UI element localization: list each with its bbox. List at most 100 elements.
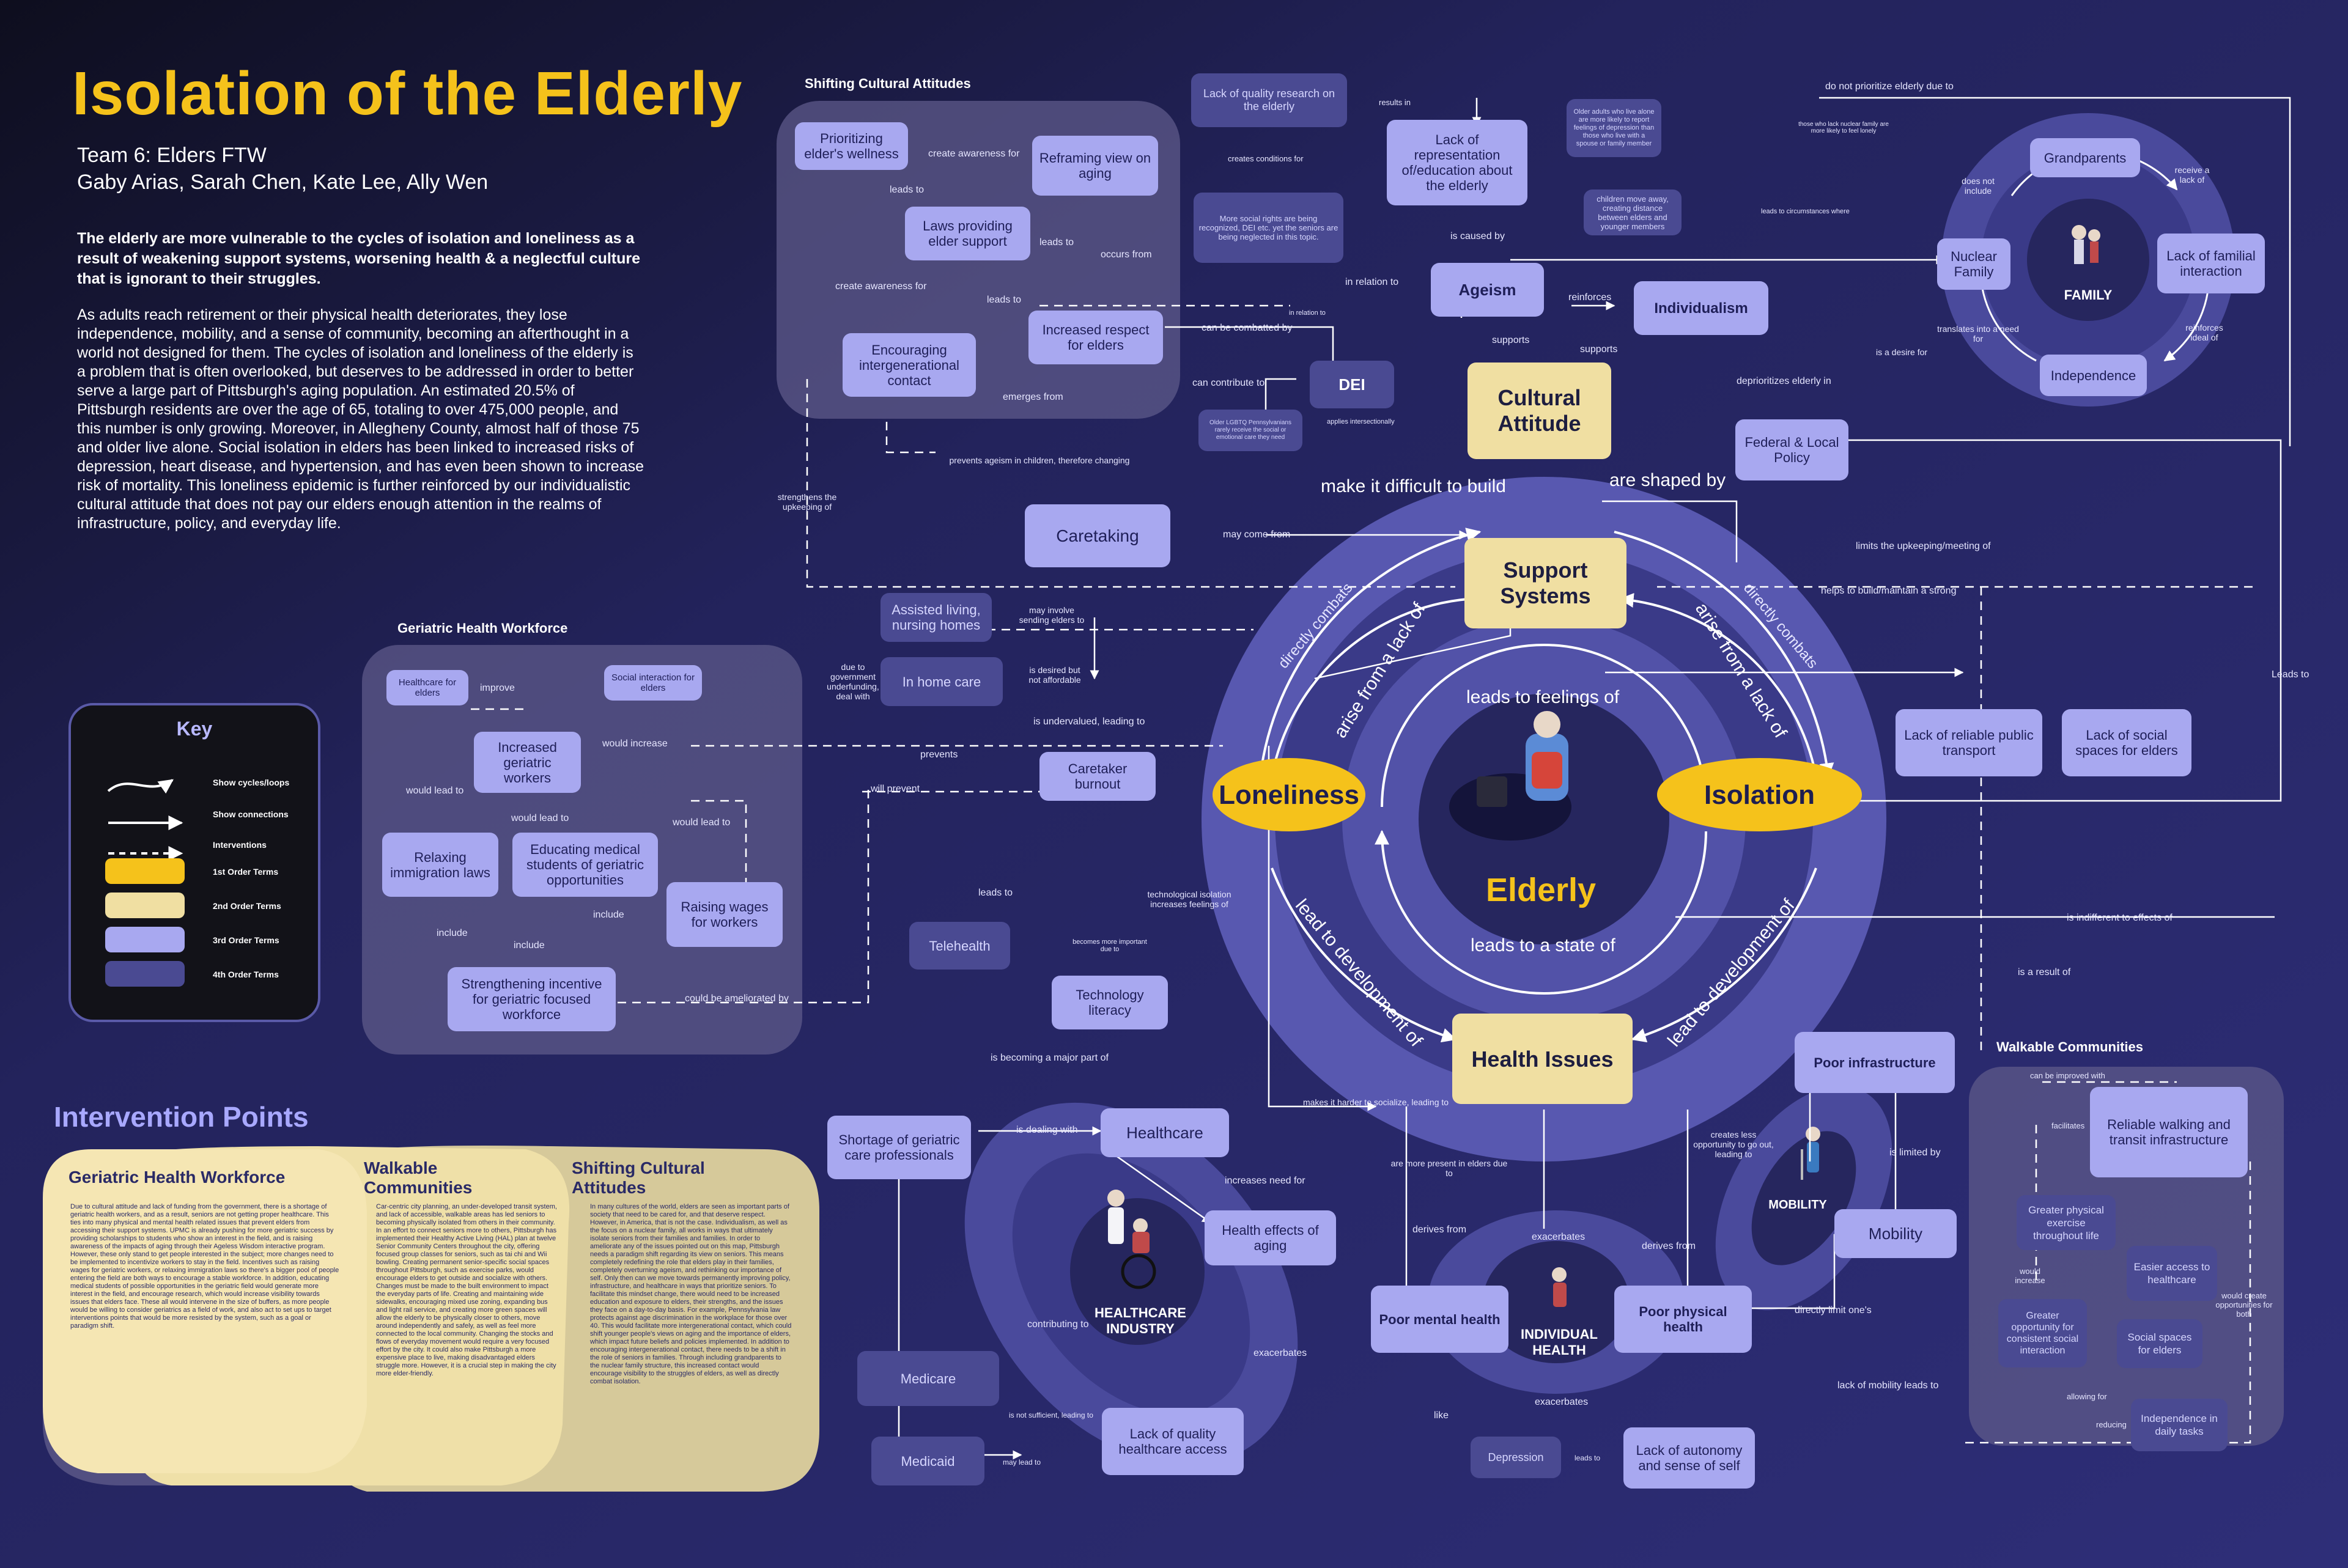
- label-receive-lack: receive a lack of: [2168, 165, 2217, 185]
- label-in-relation-to-b: in relation to: [1289, 309, 1326, 317]
- label-deprioritizes: deprioritizes elderly in: [1737, 376, 1831, 387]
- node-greater-opportunity: Greater opportunity for consistent socia…: [1998, 1299, 2087, 1367]
- label-would-lead-to-a: would lead to: [406, 786, 463, 797]
- node-poor-infra: Poor infrastructure: [1795, 1032, 1955, 1093]
- label-emerges-from: emerges from: [1003, 392, 1063, 403]
- label-is-desire: is a desire for: [1876, 347, 1927, 357]
- node-medicaid: Medicaid: [871, 1437, 984, 1485]
- label-exacerbates-b: exacerbates: [1532, 1232, 1585, 1243]
- label-create-awareness-b: create awareness for: [835, 281, 926, 292]
- node-reframing: Reframing view on aging: [1032, 136, 1158, 196]
- node-medicare: Medicare: [857, 1351, 999, 1406]
- label-combats-right: directly combats: [1740, 580, 1821, 672]
- intervention-col1-text: Due to cultural attitude and lack of fun…: [70, 1203, 339, 1330]
- label-is-becoming-major: is becoming a major part of: [991, 1053, 1109, 1064]
- intervention-col2-head: Walkable Communities: [364, 1158, 486, 1198]
- label-is-caused-by: is caused by: [1450, 231, 1505, 242]
- label-strengthens: strengthens the upkeeping of: [764, 492, 850, 512]
- intervention-col3-head: Shifting Cultural Attitudes: [572, 1158, 755, 1198]
- label-leads-to-dep: leads to: [1575, 1454, 1600, 1462]
- elderly-label: Elderly: [1486, 871, 1596, 909]
- label-leads-feelings: leads to feelings of: [1466, 687, 1619, 708]
- label-shaped-by: are shaped by: [1609, 470, 1726, 491]
- label-becomes-more: becomes more important due to: [1070, 938, 1150, 953]
- node-lack-representation: Lack of representation of/education abou…: [1387, 120, 1527, 205]
- note-rights: More social rights are being recognized,…: [1194, 193, 1343, 263]
- label-would-create: would create opportunities for both: [2213, 1291, 2275, 1319]
- node-increased-workers: Increased geriatric workers: [474, 732, 581, 793]
- label-supports-a: supports: [1492, 335, 1529, 346]
- label-leads-to-tele: leads to: [978, 888, 1013, 899]
- label-may-come-from: may come from: [1223, 529, 1290, 540]
- node-poor-physical: Poor physical health: [1614, 1286, 1752, 1353]
- healthcare-industry-label: HEALTHCARE INDUSTRY: [1095, 1305, 1186, 1337]
- label-exacerbates-c: exacerbates: [1535, 1397, 1588, 1408]
- node-ageism: Ageism: [1431, 263, 1544, 317]
- note-lgbtq: Older LGBTQ Pennsylvanians rarely receiv…: [1198, 410, 1302, 451]
- label-leads-to-right: Leads to: [2272, 669, 2309, 680]
- key-item-second: 2nd Order Terms: [213, 901, 281, 911]
- label-helps-build: helps to build/maintain a strong: [1821, 586, 1956, 597]
- label-may-lead-to: may lead to: [1003, 1458, 1041, 1467]
- label-leads-to-c: leads to: [987, 295, 1021, 306]
- mobility-label: MOBILITY: [1761, 1198, 1834, 1212]
- key-swatch-second: [105, 893, 185, 918]
- label-include-b: include: [514, 940, 545, 951]
- team-members: Gaby Arias, Sarah Chen, Kate Lee, Ally W…: [77, 169, 488, 196]
- node-lack-autonomy: Lack of autonomy and sense of self: [1623, 1427, 1755, 1489]
- node-prioritizing: Prioritizing elder's wellness: [795, 122, 908, 170]
- intro-summary: The elderly are more vulnerable to the c…: [77, 229, 646, 289]
- label-would-lead-to-c: would lead to: [673, 817, 730, 828]
- label-is-dealing-with: is dealing with: [1016, 1125, 1078, 1136]
- label-derives-from-b: derives from: [1642, 1241, 1696, 1252]
- key-item-third: 3rd Order Terms: [213, 935, 279, 945]
- node-healthcare-for-elders: Healthcare for elders: [386, 670, 468, 705]
- label-can-be-combatted: can be combatted by: [1202, 323, 1293, 334]
- node-laws: Laws providing elder support: [905, 207, 1030, 260]
- node-lack-social-spaces: Lack of social spaces for elders: [2062, 709, 2191, 776]
- node-federal: Federal & Local Policy: [1735, 419, 1848, 480]
- label-could-be-ameliorated: could be ameliorated by: [685, 993, 789, 1004]
- label-occurs-from: occurs from: [1101, 249, 1152, 260]
- label-like: like: [1434, 1410, 1449, 1421]
- node-tech-literacy: Technology literacy: [1052, 976, 1168, 1029]
- label-not-sufficient: is not sufficient, leading to: [1009, 1411, 1093, 1419]
- panel-title-geriatric: Geriatric Health Workforce: [397, 620, 567, 636]
- label-supports-b: supports: [1580, 344, 1617, 355]
- node-caretaking: Caretaking: [1025, 504, 1170, 567]
- isolation-node: Isolation: [1657, 758, 1862, 831]
- node-social-spaces: Social spaces for elders: [2117, 1319, 2202, 1368]
- label-arise-left: arise from a lack of: [1330, 600, 1430, 742]
- label-directly-limit: directly limit one's: [1795, 1305, 1872, 1316]
- label-allowing-for: allowing for: [2067, 1392, 2107, 1401]
- label-leads-to-b: leads to: [1039, 237, 1074, 248]
- label-dev-left: lead to development of: [1291, 896, 1426, 1051]
- label-limits-upkeeping: limits the upkeeping/meeting of: [1856, 541, 1991, 552]
- individual-health-label: INDIVIDUAL HEALTH: [1516, 1327, 1602, 1358]
- panel-title-walkable: Walkable Communities: [1996, 1039, 2143, 1055]
- label-would-lead-to-b: would lead to: [511, 813, 569, 824]
- node-encouraging: Encouraging intergenerational contact: [843, 333, 976, 397]
- label-is-desired: is desired but not affordable: [1027, 665, 1082, 685]
- intro-body: As adults reach retirement or their phys…: [77, 306, 646, 533]
- node-lack-quality-access: Lack of quality healthcare access: [1102, 1408, 1244, 1475]
- node-increased-respect: Increased respect for elders: [1028, 311, 1163, 364]
- node-health-effects: Health effects of aging: [1205, 1210, 1336, 1265]
- panel-title-shifting: Shifting Cultural Attitudes: [805, 76, 971, 92]
- node-nuclear: Nuclear Family: [1937, 238, 2010, 290]
- label-do-not-prioritize: do not prioritize elderly due to: [1825, 81, 1954, 92]
- intervention-title: Intervention Points: [54, 1100, 309, 1133]
- loneliness-node: Loneliness: [1213, 758, 1365, 831]
- label-due-to-gov: due to government underfunding, deal wit…: [819, 662, 887, 701]
- label-in-relation-to: in relation to: [1345, 277, 1398, 288]
- label-makes-harder: makes it harder to socialize, leading to: [1302, 1097, 1449, 1107]
- node-in-home: In home care: [880, 657, 1003, 706]
- node-relaxing: Relaxing immigration laws: [382, 833, 498, 897]
- support-systems-node: Support Systems: [1464, 538, 1626, 628]
- node-social-interaction: Social interaction for elders: [604, 665, 702, 701]
- label-include-a: include: [437, 928, 468, 939]
- key-item-interventions: Interventions: [213, 840, 267, 850]
- note-older-adults: Older adults who live alone are more lik…: [1567, 99, 1661, 157]
- label-results-in: results in: [1379, 98, 1411, 107]
- label-prevents-ageism: prevents ageism in children, therefore c…: [942, 455, 1137, 465]
